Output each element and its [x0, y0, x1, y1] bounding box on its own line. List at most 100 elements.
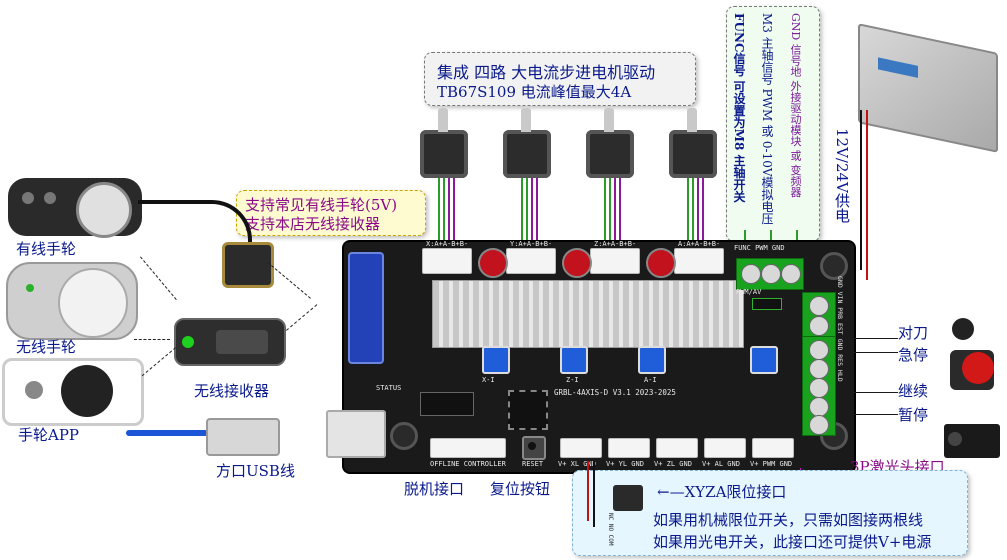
stepper-subtitle: TB67S109 电流峰值最大4A — [437, 83, 632, 101]
limit-y-silk: V+ YL GND — [606, 460, 644, 468]
offline-label: 脱机接口 — [404, 480, 465, 498]
board-model: GRBL-4AXIS-D V3.1 2023-2025 — [554, 388, 676, 397]
limit-title: ←—XYZA限位接口 — [657, 483, 787, 501]
arrow-to-wireless — [134, 339, 170, 340]
limit-wire-1 — [587, 461, 589, 521]
offline-silk: OFFLINE CONTROLLER — [430, 460, 506, 468]
motor-z-silk: Z:A+A-B+B- — [594, 240, 637, 248]
spindle-terminal[interactable] — [736, 258, 804, 290]
pot-z-label: Z-I — [566, 376, 579, 384]
wireless-handwheel-image — [6, 262, 138, 340]
power-wire-1 — [860, 110, 862, 270]
limit-switch-silk: NC NO COM — [607, 513, 614, 546]
mcu-chip — [508, 390, 548, 430]
capacitor-2 — [562, 248, 592, 278]
power-terminal[interactable] — [802, 292, 836, 338]
usb-plug-image — [206, 418, 280, 456]
spindle-silk: FUNC PWM GND — [734, 244, 785, 252]
limit-a-connector[interactable] — [704, 438, 746, 458]
limit-wire-2 — [593, 461, 595, 527]
limit-y-connector[interactable] — [608, 438, 650, 458]
motor-z-connector[interactable] — [590, 248, 640, 274]
wireless-handwheel-label: 无线手轮 — [16, 338, 77, 356]
controller-board: X:A+A-B+B- Y:A+A-B+B- Z:A+A-B+B- A:A+A-B… — [344, 240, 854, 472]
limit-x-silk: V+ XL GND — [558, 460, 596, 468]
input-terminal[interactable] — [802, 336, 836, 436]
pot-x-label: X-I — [482, 376, 495, 384]
laser-connector[interactable] — [752, 438, 794, 458]
resume-label: 继续 — [898, 382, 929, 400]
arrow-receiver-board — [286, 304, 318, 331]
db15-port[interactable] — [348, 252, 384, 364]
mount-hole-tr — [820, 252, 848, 280]
arrow-to-app — [141, 347, 176, 377]
limit-a-silk: V+ AL GND — [702, 460, 740, 468]
func-line-1: FUNC信号 可设置为M8 主轴开关 — [732, 13, 746, 203]
mount-hole-bl — [390, 422, 418, 450]
handwheel-callout: 支持常见有线手轮(5V) 支持本店无线接收器 — [236, 190, 426, 236]
estop-button-image — [950, 350, 994, 390]
wired-handwheel-image — [8, 178, 142, 238]
func-callout: FUNC信号 可设置为M8 主轴开关 M3 主轴信号 PWM 或 0-10V模拟… — [726, 6, 820, 242]
reset-button[interactable] — [522, 436, 546, 460]
right-terms-silk: GND VIN PRB EST GND RES HLD — [836, 276, 844, 382]
motor-a-image — [669, 108, 717, 178]
limit-line-2: 如果用光电开关，此接口还可提供V+电源 — [653, 533, 932, 551]
voltage-jumper[interactable] — [752, 298, 782, 310]
limit-x-connector[interactable] — [560, 438, 602, 458]
motor-y-connector[interactable] — [506, 248, 556, 274]
pot-z[interactable] — [560, 346, 588, 374]
motor-x-image — [420, 108, 468, 178]
receiver-label: 无线接收器 — [194, 382, 270, 400]
motor-a-silk: A:A+A-B+B- — [678, 240, 721, 248]
motor-y-silk: Y:A+A-B+B- — [510, 240, 553, 248]
capacitor-3 — [646, 248, 676, 278]
offline-connector[interactable] — [430, 438, 506, 458]
power-wire-2 — [866, 110, 868, 280]
power-label: 12V/24V供电 — [833, 128, 851, 223]
pot-a[interactable] — [638, 346, 666, 374]
handwheel-line-2: 支持本店无线接收器 — [245, 215, 381, 233]
motor-y-image — [503, 108, 551, 178]
driver-ic — [420, 392, 474, 416]
stepper-callout: 集成 四路 大电流步进电机驱动 TB67S109 电流峰值最大4A — [424, 52, 696, 106]
reset-label: 复位按钮 — [490, 480, 551, 498]
hold-label: 暂停 — [898, 406, 929, 424]
handwheel-line-1: 支持常见有线手轮(5V) — [245, 196, 398, 214]
motor-x-silk: X:A+A-B+B- — [426, 240, 469, 248]
limit-z-silk: V+ ZL GND — [654, 460, 692, 468]
motor-z-image — [586, 108, 634, 178]
status-silk: STATUS — [376, 384, 402, 392]
motor-a-connector[interactable] — [674, 248, 724, 274]
laser-silk: V+ PWM GND — [750, 460, 793, 468]
wired-handwheel-label: 有线手轮 — [16, 240, 77, 258]
capacitor-1 — [478, 248, 508, 278]
handwheel-app-image — [2, 358, 144, 426]
wired-handwheel-cable — [138, 200, 252, 274]
laser-head-image — [944, 424, 1000, 458]
db9-connector-image — [222, 242, 274, 288]
pot-a-label: A-I — [644, 376, 657, 384]
pot-x[interactable] — [482, 346, 510, 374]
pwr-sel-silk: PWM/AV — [736, 288, 762, 296]
limit-line-1: 如果用机械限位开关，只需如图接两根线 — [653, 511, 924, 529]
func-line-2: M3 主轴信号 PWM 或 0-10V模拟电压 — [760, 13, 774, 225]
limit-switch-image — [613, 485, 643, 511]
probe-device-image — [952, 318, 974, 340]
pot-spindle[interactable] — [750, 346, 778, 374]
usb-label: 方口USB线 — [216, 462, 295, 480]
motor-x-connector[interactable] — [422, 248, 472, 274]
heatsink — [432, 280, 744, 348]
receiver-image — [174, 318, 286, 366]
power-supply-image — [858, 23, 998, 153]
reset-silk: RESET — [522, 460, 544, 468]
probe-label: 对刀 — [898, 324, 929, 342]
limit-callout: NC NO COM ←—XYZA限位接口 如果用机械限位开关，只需如图接两根线 … — [572, 461, 968, 556]
func-line-3: GND 信号地 外接驱动模块 或 变频器 — [789, 13, 802, 198]
handwheel-app-label: 手轮APP — [18, 426, 80, 444]
usb-cable-image — [126, 430, 208, 436]
stepper-title: 集成 四路 大电流步进电机驱动 — [437, 63, 656, 82]
limit-z-connector[interactable] — [656, 438, 698, 458]
estop-label: 急停 — [898, 346, 929, 364]
usb-port[interactable] — [326, 410, 386, 458]
